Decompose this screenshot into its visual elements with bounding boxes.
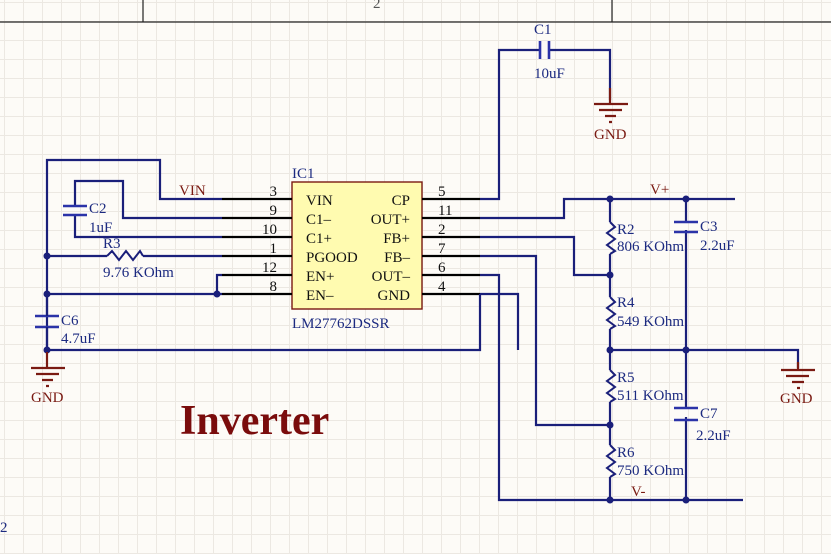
c6-ref: C6 — [61, 313, 79, 329]
capacitor-c2[interactable]: C2 1uF — [63, 201, 112, 236]
r5-ref: R5 — [617, 370, 635, 386]
sheet-zone-label: 2 — [373, 0, 381, 12]
pin-num-6: 6 — [438, 260, 446, 276]
pin-name-fb-plus: FB+ — [383, 231, 410, 247]
wire-c6-gnd — [47, 294, 482, 352]
pin-name-c1-plus: C1+ — [306, 231, 332, 247]
r5-value: 511 KOhm — [617, 388, 684, 404]
resistor-r2[interactable]: R2 806 KOhm — [605, 221, 684, 255]
c3-ref: C3 — [700, 219, 718, 235]
pin-num-1: 1 — [270, 241, 278, 257]
r4-value: 549 KOhm — [617, 314, 684, 330]
c2-value: 1uF — [89, 220, 112, 236]
pin-name-out-minus: OUT– — [372, 269, 411, 285]
ic1-part-number: LM27762DSSR — [292, 316, 390, 332]
gnd-label-right: GND — [780, 391, 813, 407]
pin-name-en-minus: EN– — [306, 288, 334, 304]
r4-ref: R4 — [617, 295, 635, 311]
r6-ref: R6 — [617, 445, 635, 461]
gnd-symbol-right[interactable]: GND — [780, 362, 815, 407]
gnd-label-top: GND — [594, 127, 627, 143]
c1-ref: C1 — [534, 22, 552, 38]
gnd-symbol-c1[interactable]: GND — [594, 88, 628, 143]
c1-value: 10uF — [534, 66, 565, 82]
c7-ref: C7 — [700, 406, 718, 422]
r2-ref: R2 — [617, 222, 635, 238]
c7-value: 2.2uF — [696, 428, 731, 444]
pin-name-c1-minus: C1– — [306, 212, 332, 228]
net-label-vin: VIN — [179, 183, 206, 199]
capacitor-c1[interactable]: C1 10uF — [534, 22, 565, 82]
wire-ic-gnd — [480, 292, 520, 350]
wire-vplus — [480, 197, 735, 220]
capacitor-c7[interactable]: C7 2.2uF — [674, 406, 731, 444]
junctions — [43, 195, 690, 504]
capacitor-c3[interactable]: C3 2.2uF — [674, 219, 735, 254]
wire-vminus — [480, 273, 743, 502]
wire-fbminus — [480, 254, 610, 427]
wire-vin — [45, 158, 222, 350]
r2-value: 806 KOhm — [617, 239, 684, 255]
net-label-vminus: V- — [631, 484, 645, 500]
pin-name-cp: CP — [392, 193, 410, 209]
resistor-r5[interactable]: R5 511 KOhm — [605, 369, 684, 404]
pin-num-2: 2 — [438, 222, 446, 238]
capacitor-c6[interactable]: C6 4.7uF — [35, 294, 96, 350]
r3-ref: R3 — [103, 236, 121, 252]
c2-ref: C2 — [89, 201, 107, 217]
pin-num-3: 3 — [270, 184, 278, 200]
pin-name-fb-minus: FB– — [384, 250, 410, 266]
wire-gnd-right — [610, 348, 800, 368]
c6-value: 4.7uF — [61, 331, 96, 347]
resistor-r4[interactable]: R4 549 KOhm — [605, 295, 684, 330]
pin-num-5: 5 — [438, 184, 446, 200]
ic1-body[interactable] — [291, 181, 423, 310]
ic1[interactable]: IC1 LM27762DSSR VIN C1– C1+ PGOOD EN+ EN… — [262, 166, 452, 332]
pin-num-12: 12 — [262, 260, 277, 276]
sheet-side-label: 2 — [0, 520, 8, 536]
pin-num-11: 11 — [438, 203, 452, 219]
net-label-vplus: V+ — [650, 182, 669, 198]
wire-fbplus — [480, 235, 610, 277]
ic1-pins — [222, 197, 480, 296]
pin-name-out-plus: OUT+ — [371, 212, 410, 228]
pin-name-pgood: PGOOD — [306, 250, 358, 266]
r6-value: 750 KOhm — [617, 463, 684, 479]
pin-name-en-plus: EN+ — [306, 269, 334, 285]
c3-value: 2.2uF — [700, 238, 735, 254]
pin-name-vin: VIN — [306, 193, 333, 209]
schematic-title: Inverter — [180, 398, 329, 444]
pin-num-9: 9 — [270, 203, 278, 219]
r3-value: 9.76 KOhm — [103, 265, 174, 281]
pin-num-7: 7 — [438, 241, 446, 257]
pin-name-gnd: GND — [378, 288, 411, 304]
wire-cp — [480, 48, 612, 201]
pin-num-8: 8 — [270, 279, 278, 295]
wires — [45, 48, 800, 502]
wire-en — [47, 273, 222, 296]
gnd-symbol-left[interactable]: GND — [31, 352, 65, 406]
resistor-r6[interactable]: R6 750 KOhm — [605, 444, 684, 479]
ic1-designator: IC1 — [292, 166, 315, 182]
sheet-frame: 2 2 — [0, 0, 831, 536]
pin-num-4: 4 — [438, 279, 446, 295]
wire-c2 — [73, 179, 222, 239]
pin-num-10: 10 — [262, 222, 277, 238]
resistor-r3[interactable]: R3 9.76 KOhm — [103, 236, 174, 281]
gnd-label-left: GND — [31, 390, 64, 406]
